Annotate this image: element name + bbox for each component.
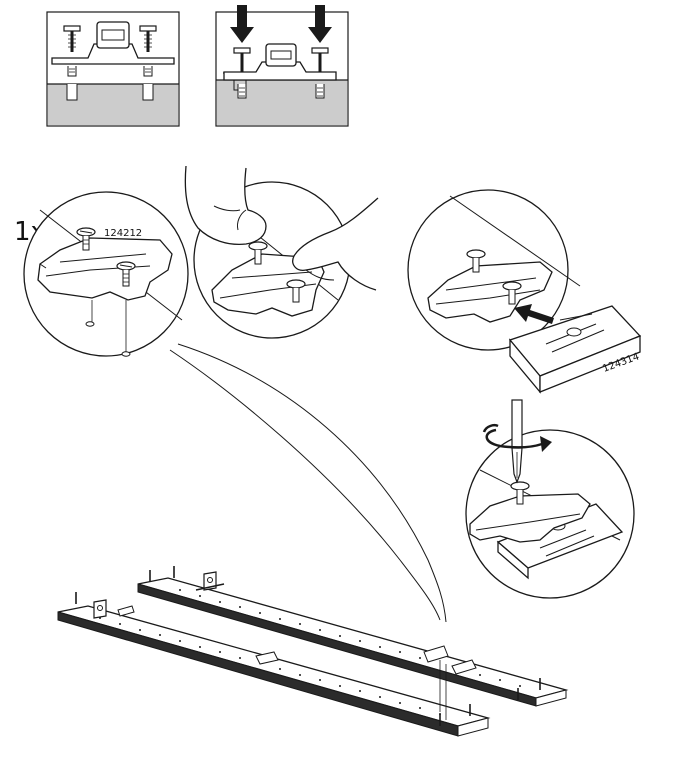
callout-line (177, 343, 447, 623)
hinge-plate (223, 61, 337, 81)
detail-circle-jig (407, 189, 581, 351)
rotation-arrow-icon (482, 424, 552, 452)
push-arrow-icon (514, 304, 554, 324)
panel-front (57, 605, 491, 737)
shelf-pin-holes (99, 589, 521, 715)
inset-before-screwing (46, 11, 180, 127)
screw-icon (466, 249, 486, 273)
hinge-plate-on-panel (255, 651, 279, 665)
detail-circle-hinge-plate: 124212 (23, 191, 189, 357)
hinge-plate-on-panel (423, 645, 477, 720)
screw-icon (116, 261, 136, 287)
mounting-bracket (93, 599, 135, 619)
screw-icon (233, 47, 251, 99)
detail-circle-screwing (465, 429, 635, 599)
drill-hole (85, 321, 95, 327)
inset-pressing-down (215, 5, 349, 127)
detail-circle-hand-placing (184, 165, 379, 339)
screw-icon (248, 241, 268, 265)
wooden-dowel (75, 566, 541, 726)
hand-icon (292, 197, 379, 291)
screw-icon (502, 281, 522, 305)
mounting-bracket (195, 571, 225, 591)
screw-icon (76, 227, 96, 251)
part-number-hinge-plate: 124212 (104, 228, 142, 239)
callout-line (169, 349, 441, 621)
hand-icon (184, 165, 267, 246)
screw-icon (311, 47, 329, 99)
screw-icon (139, 25, 157, 77)
screwdriver-icon (511, 399, 523, 484)
screw-icon (286, 279, 306, 303)
wall-section (216, 80, 348, 126)
drill-jig: 124314 (508, 305, 642, 394)
screw-icon (63, 25, 81, 77)
screw-icon (510, 481, 530, 505)
downward-arrow-icon (230, 5, 254, 43)
downward-arrow-icon (308, 5, 332, 43)
drill-hole (121, 351, 131, 357)
hinge-plate (51, 43, 175, 65)
